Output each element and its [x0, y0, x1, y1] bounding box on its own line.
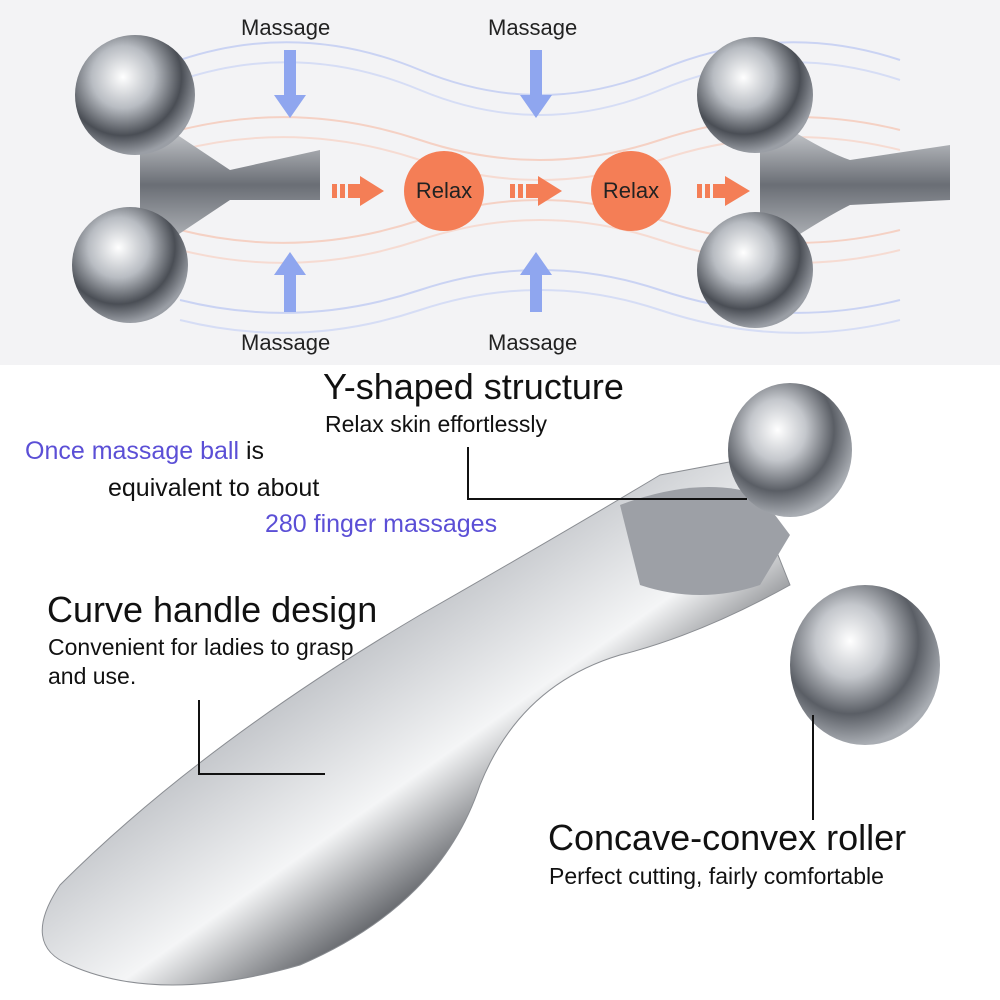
y-shape-title: Y-shaped structure — [323, 366, 624, 407]
y-shape-subtitle: Relax skin effortlessly — [325, 411, 547, 437]
massage-note-line3: 280 finger massages — [265, 510, 498, 538]
massage-diagram-panel: Massage Massage Massage Massage Relax Re… — [0, 0, 1000, 365]
massage-label: Massage — [241, 330, 331, 355]
relax-badge: Relax — [404, 151, 484, 231]
roller-subtitle: Perfect cutting, fairly comfortable — [549, 863, 884, 889]
upper-roller-ball — [728, 383, 852, 517]
massage-label: Massage — [488, 330, 578, 355]
leader-line — [198, 773, 325, 775]
massage-label: Massage — [488, 15, 578, 40]
massage-note-line1: Once massage ball is — [25, 437, 264, 466]
leader-line — [467, 447, 469, 499]
leader-line — [812, 715, 814, 820]
right-roller-illustration — [697, 37, 950, 328]
massage-note-highlight: Once massage ball — [25, 437, 240, 465]
leader-line — [467, 498, 747, 500]
massage-arrow-icons — [274, 50, 552, 312]
roller-title: Concave-convex roller — [548, 817, 907, 858]
handle-title: Curve handle design — [47, 589, 378, 630]
handle-subtitle-line1: Convenient for ladies to grasp — [48, 634, 354, 660]
handle-subtitle-line2: and use. — [48, 663, 137, 689]
massage-label: Massage — [241, 15, 331, 40]
massage-note-text: is — [239, 437, 265, 465]
relax-badge: Relax — [591, 151, 671, 231]
face-roller-product-image — [41, 383, 940, 986]
flow-arrow-icons — [332, 176, 750, 206]
massage-flow-illustration — [72, 35, 950, 334]
leader-line — [198, 700, 200, 775]
left-roller-illustration — [72, 35, 320, 323]
lower-roller-ball — [790, 585, 940, 745]
massage-note-line2: equivalent to about — [108, 474, 320, 502]
